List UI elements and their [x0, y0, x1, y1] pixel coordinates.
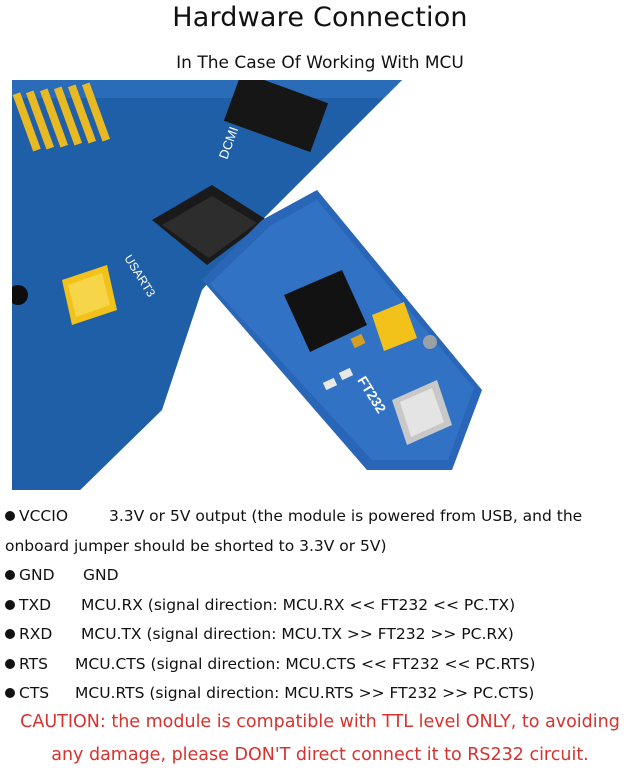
bullet-icon	[5, 599, 15, 610]
page-subtitle: In The Case Of Working With MCU	[176, 53, 464, 73]
bullet-icon	[5, 658, 15, 669]
pin-description: MCU.CTS (signal direction: MCU.CTS << FT…	[75, 654, 536, 673]
pin-header-strip	[12, 82, 111, 152]
list-item: TXD MCU.RX (signal direction: MCU.RX << F…	[5, 591, 635, 621]
dcmi-header	[223, 80, 329, 153]
caution-line-2: any damage, please DON'T direct connect …	[51, 745, 589, 765]
hardware-photo: DCMI USART3 FT232	[12, 80, 628, 498]
caution-line-1: CAUTION: the module is compatible with T…	[20, 712, 620, 732]
pin-name: GND	[19, 566, 55, 584]
pin-name: CTS	[19, 684, 50, 702]
board-jumper	[62, 265, 117, 325]
pin-description: MCU.TX (signal direction: MCU.TX >> FT23…	[81, 625, 514, 643]
pin-name: VCCIO	[19, 507, 69, 525]
pin-description: MCU.RX (signal direction: MCU.RX << FT23…	[81, 595, 516, 614]
bullet-icon	[5, 511, 15, 521]
list-item: CTS MCU.RTS (signal direction: MCU.RTS >>…	[5, 679, 635, 709]
mcu-board	[12, 80, 402, 498]
pin-name: RTS	[19, 654, 48, 673]
bullet-icon	[5, 570, 15, 580]
bullet-icon	[5, 629, 15, 639]
pin-description: MCU.RTS (signal direction: MCU.RTS >> FT…	[75, 684, 535, 702]
list-item: RTS MCU.CTS (signal direction: MCU.CTS <<…	[5, 650, 635, 680]
pin-name: RXD	[19, 625, 53, 643]
list-item: GND GND	[5, 561, 635, 591]
module-jumper	[372, 302, 417, 351]
ft232-chip	[284, 270, 367, 352]
list-item: RXD MCU.TX (signal direction: MCU.TX >> F…	[5, 620, 635, 650]
bullet-icon	[5, 688, 15, 698]
page-title: Hardware Connection	[172, 2, 468, 33]
caution-note: CAUTION: the module is compatible with T…	[0, 706, 640, 772]
pin-description: 3.3V or 5V output (the module is powered…	[5, 507, 583, 555]
pin-name: TXD	[19, 595, 52, 614]
pin-description: GND	[83, 566, 119, 584]
